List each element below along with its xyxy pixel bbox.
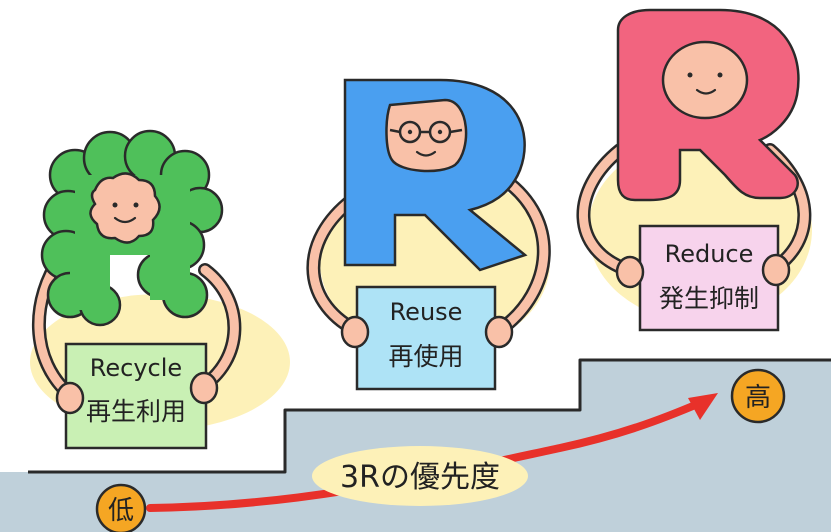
sign-reuse-en: Reuse — [390, 298, 463, 326]
character-reuse: Reuse 再使用 — [306, 78, 551, 391]
eye-right — [717, 72, 723, 78]
mouth — [695, 88, 717, 95]
eye-left — [687, 72, 693, 78]
sign-recycle-en: Recycle — [90, 354, 182, 382]
face-reduce — [661, 40, 749, 120]
mouth — [415, 150, 437, 157]
character-reduce: Reduce 発生抑制 — [576, 8, 812, 332]
low-badge — [95, 483, 147, 532]
sign-reuse-jp: 再使用 — [388, 342, 463, 371]
priority-label: 3Rの優先度 — [340, 460, 500, 495]
face-reuse — [385, 98, 468, 173]
priority-indicator: 3Rの優先度 低 高 — [95, 368, 786, 532]
stairs-fill — [0, 360, 831, 532]
letter-r-recycle — [40, 129, 224, 327]
glasses-icon — [389, 120, 463, 144]
mouth — [113, 216, 137, 224]
sign-reduce-jp: 発生抑制 — [659, 284, 759, 313]
high-badge — [730, 368, 786, 424]
low-badge-text: 低 — [108, 496, 134, 526]
arrow-head-icon — [688, 393, 718, 420]
hand-right — [761, 253, 791, 287]
face-skin — [89, 172, 161, 244]
hand-right — [189, 371, 219, 405]
arm-left — [579, 145, 633, 275]
stairs — [0, 358, 831, 532]
sign-recycle-jp: 再生利用 — [86, 397, 186, 426]
hand-right — [484, 315, 514, 349]
eye-right — [133, 202, 139, 208]
hand-left — [55, 381, 85, 415]
hand-left — [340, 315, 370, 349]
face-recycle — [89, 172, 161, 244]
eye-left — [112, 202, 118, 208]
sign-reduce-en: Reduce — [665, 240, 754, 268]
character-recycle: Recycle 再生利用 — [31, 129, 242, 450]
arm-right — [495, 175, 549, 335]
stairs-outline — [28, 358, 831, 474]
sign-recycle — [64, 342, 208, 450]
high-badge-text: 高 — [745, 383, 771, 413]
arm-left — [308, 195, 360, 335]
priority-label-bg — [312, 446, 528, 506]
hand-left — [615, 255, 645, 289]
sign-reduce — [638, 224, 780, 332]
